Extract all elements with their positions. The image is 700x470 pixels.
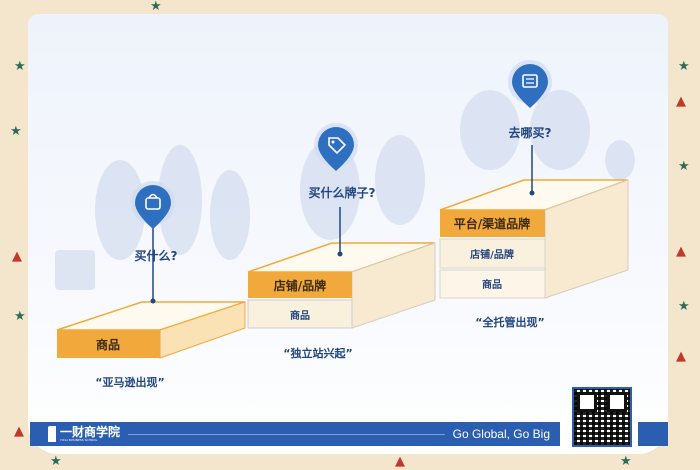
ornament-decoration: ▲	[676, 244, 686, 259]
shoppers-illustration	[55, 90, 635, 290]
stage-question: 去哪买?	[509, 125, 552, 140]
ornament-decoration: ▲	[12, 249, 22, 264]
stage-caption: “独立站兴起”	[283, 346, 352, 360]
layer-store-brand	[248, 272, 352, 298]
storefront-list-icon	[522, 74, 538, 88]
star-decoration: ★	[10, 124, 22, 139]
footer-divider	[128, 433, 445, 435]
star-decoration: ★	[150, 0, 162, 14]
footer-slogan: Go Global, Go Big	[452, 427, 550, 441]
stage-question: 买什么?	[135, 248, 178, 263]
brand-logo: 一财商学院 YICAI BUSINESS SCHOOL	[48, 426, 120, 442]
stage-caption: “亚马逊出现”	[95, 375, 164, 389]
price-tag-icon	[328, 137, 347, 155]
layer-label: 商品	[290, 309, 310, 322]
star-decoration: ★	[50, 454, 62, 469]
layer-label: 商品	[482, 278, 502, 291]
layer-label: 商品	[96, 337, 120, 352]
logo-mark-icon	[48, 426, 56, 442]
star-decoration: ★	[14, 59, 26, 74]
stage-2: 店铺/品牌 商品 买什么牌子? “独立站兴起”	[247, 123, 436, 360]
star-decoration: ★	[620, 454, 632, 469]
stage-question: 买什么牌子?	[309, 185, 376, 200]
footer-bar-end	[638, 422, 668, 446]
layer-store-brand	[439, 238, 546, 269]
star-decoration: ★	[678, 299, 690, 314]
layer-goods	[439, 269, 546, 299]
layer-label: 平台/渠道品牌	[454, 216, 530, 231]
layer-platform-brand	[440, 210, 545, 237]
ornament-decoration: ▲	[14, 424, 24, 439]
main-panel: 商品 买什么? “亚马逊出现” 店铺/品牌 商品 买什么牌子? “独立站兴起” …	[28, 14, 668, 454]
layer-goods	[57, 330, 160, 358]
star-decoration: ★	[678, 159, 690, 174]
ornament-decoration: ▲	[676, 349, 686, 364]
logo-text: 一财商学院	[60, 425, 121, 439]
logo-subtext: YICAI BUSINESS SCHOOL	[60, 438, 98, 442]
stages-diagram: 商品 买什么? “亚马逊出现” 店铺/品牌 商品 买什么牌子? “独立站兴起” …	[55, 60, 635, 389]
ornament-decoration: ▲	[395, 454, 405, 469]
stage-1: 商品 买什么? “亚马逊出现”	[56, 181, 246, 389]
qr-code	[572, 387, 632, 447]
shopping-bag-icon	[145, 193, 161, 210]
stage-3: 平台/渠道品牌 店铺/品牌 商品 去哪买? “全托管出现”	[439, 60, 629, 329]
star-decoration: ★	[14, 309, 26, 324]
layer-label: 店铺/品牌	[274, 278, 326, 293]
ornament-decoration: ▲	[676, 94, 686, 109]
footer-bar: 一财商学院 YICAI BUSINESS SCHOOL Go Global, G…	[30, 422, 560, 446]
layer-label: 店铺/品牌	[470, 248, 514, 261]
stage-caption: “全托管出现”	[475, 315, 544, 329]
layer-goods	[247, 299, 353, 329]
star-decoration: ★	[678, 59, 690, 74]
